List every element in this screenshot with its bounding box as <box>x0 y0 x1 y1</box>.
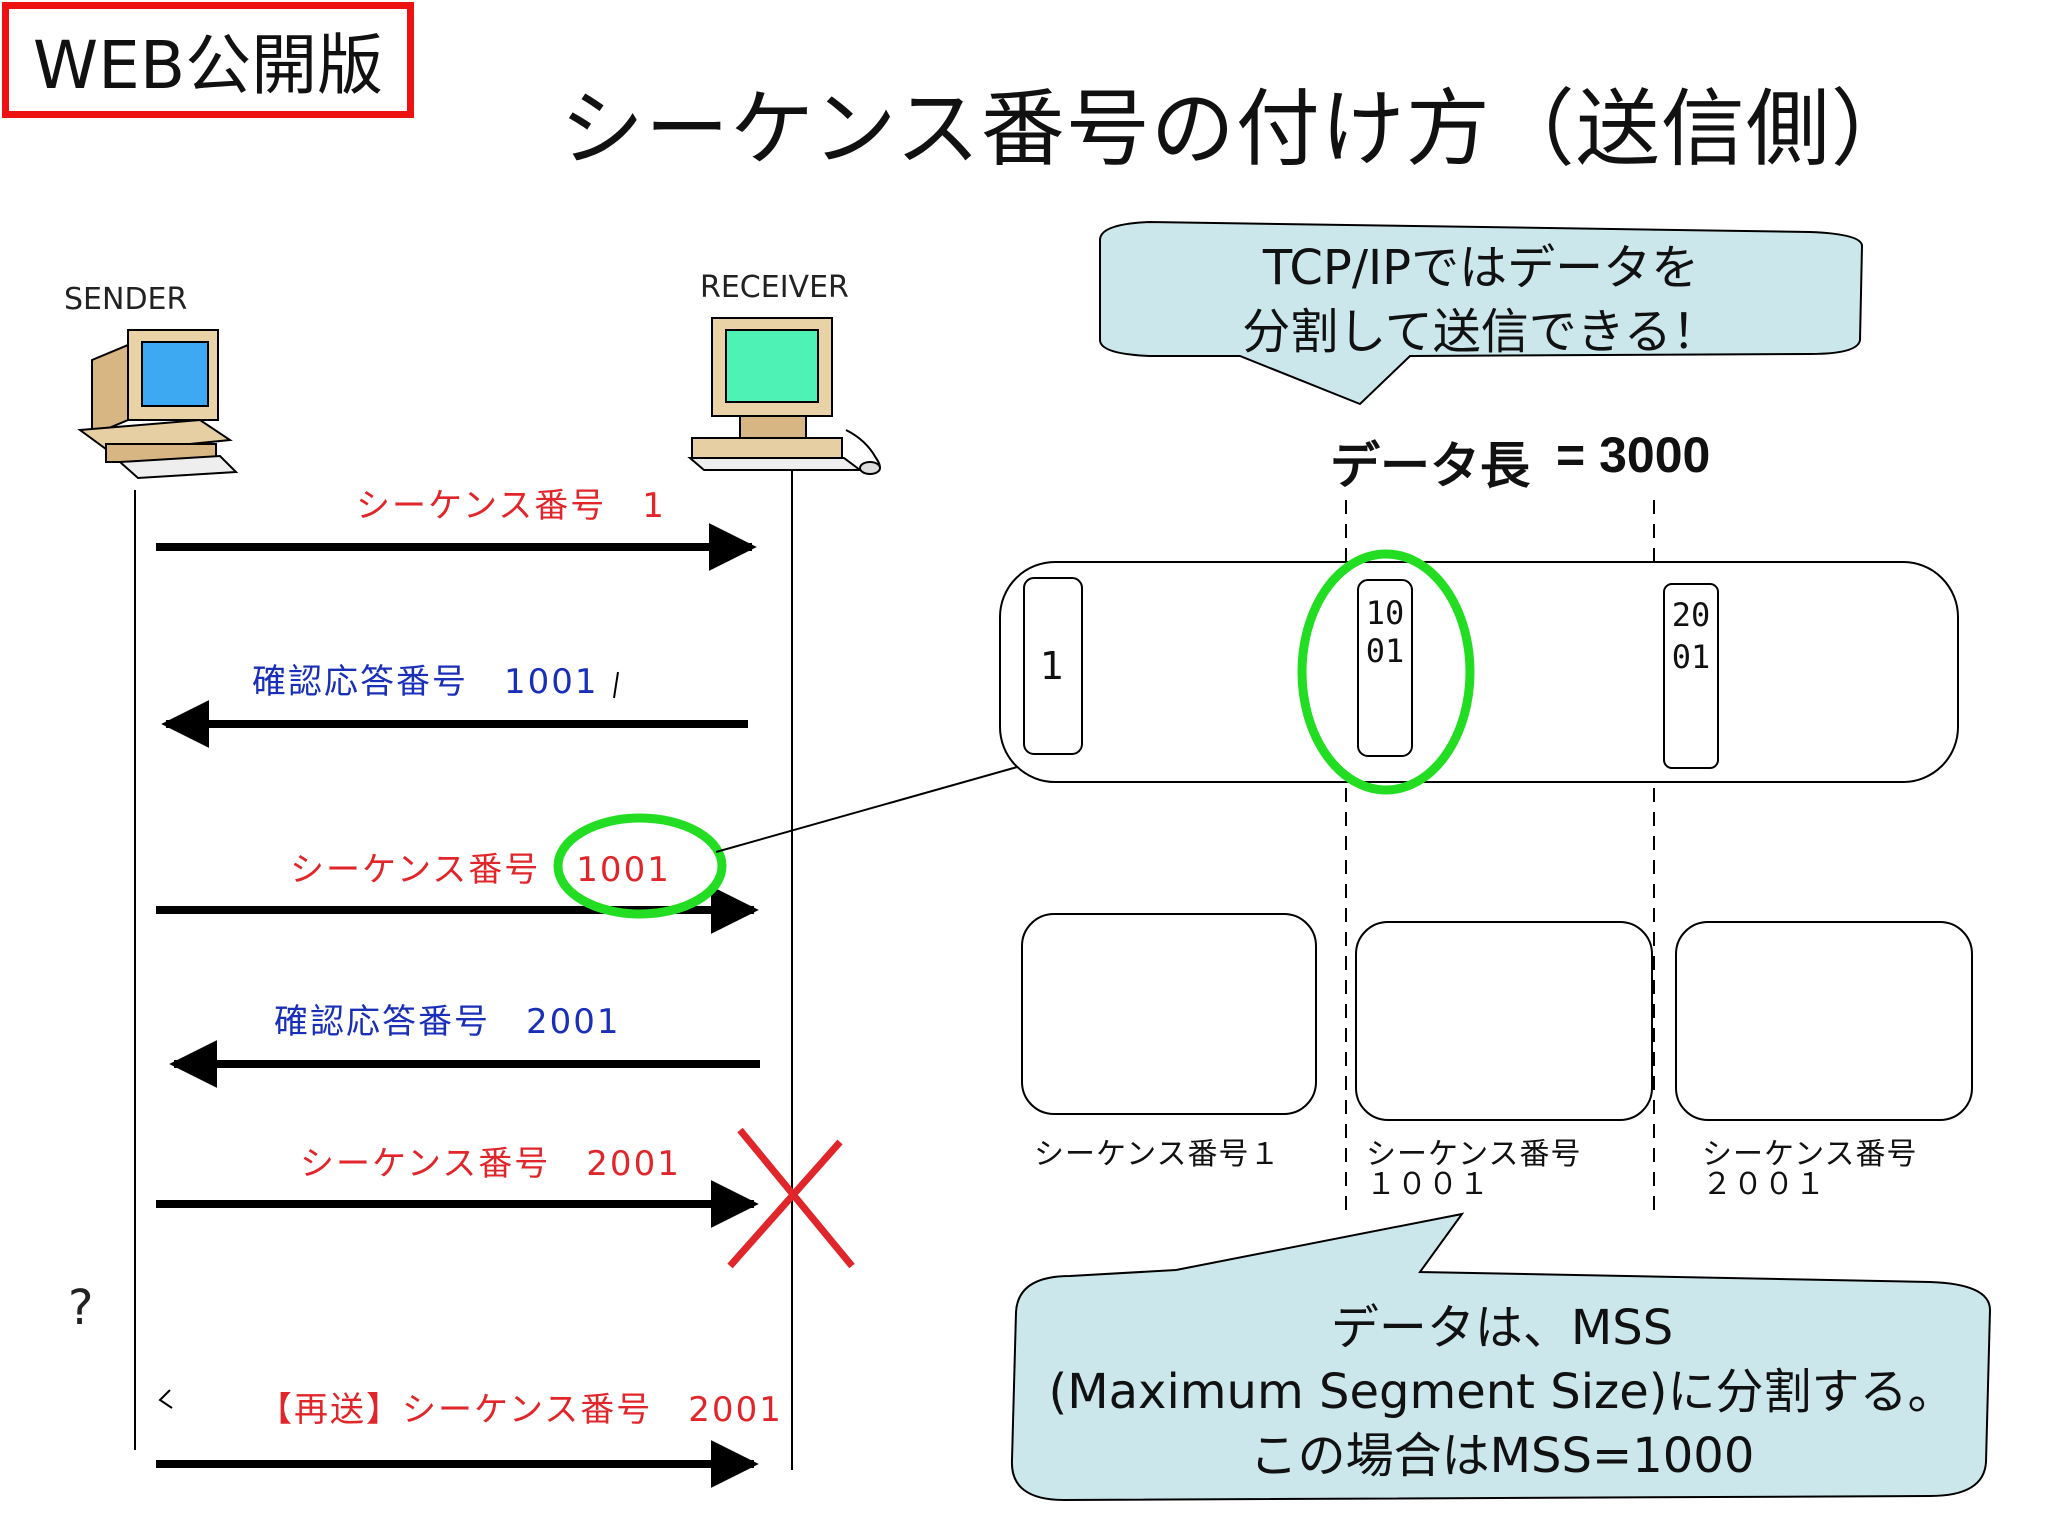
message-seq-2001: シーケンス番号 2001 <box>300 1144 681 1184</box>
receiver-computer-icon <box>687 317 881 475</box>
data-length-value: = 3000 <box>1556 427 1711 483</box>
callout-bottom-bubble <box>1010 1212 1992 1502</box>
callout-bottom-line3: この場合はMSS=1000 <box>1249 1428 1755 1484</box>
callout-top-text: TCP/IPではデータを 分割して送信できる！ <box>1100 236 1862 364</box>
segment-number-1: 1 <box>1040 644 1065 688</box>
sender-label: SENDER <box>64 282 188 317</box>
segment-label-3-line2: ２００１ <box>1702 1167 1826 1202</box>
segment-box-2 <box>1355 921 1653 1121</box>
segment-marker-1 <box>1023 577 1083 755</box>
callout-top-line2: 分割して送信できる！ <box>1242 304 1720 360</box>
segment-marker-1001 <box>1357 579 1413 757</box>
highlight-ellipse-right <box>1297 549 1475 795</box>
segment-label-2-line1: シーケンス番号 <box>1366 1137 1582 1172</box>
segment-label-2-line2: １００１ <box>1366 1167 1490 1202</box>
stray-mark-2 <box>158 1389 173 1409</box>
receiver-label: RECEIVER <box>700 270 849 305</box>
data-length-label: データ長 <box>1330 438 1530 494</box>
message-seq-1: シーケンス番号 1 <box>356 486 666 526</box>
stray-mark <box>613 671 619 699</box>
message-ack-2001: 確認応答番号 2001 <box>274 1002 621 1042</box>
sender-computer-icon <box>77 329 239 480</box>
web-version-badge: WEB公開版 <box>2 2 414 118</box>
message-ack-1001: 確認応答番号 1001 <box>252 662 599 702</box>
question-mark: ? <box>68 1280 94 1336</box>
callout-bottom-line1: データは、MSS <box>1330 1300 1674 1356</box>
segment-label-2: シーケンス番号 １００１ <box>1366 1140 1582 1200</box>
data-block <box>999 561 1959 783</box>
segment-label-3-line1: シーケンス番号 <box>1702 1137 1918 1172</box>
segment-label-3: シーケンス番号 ２００１ <box>1702 1140 1918 1200</box>
segment-box-1 <box>1021 913 1317 1115</box>
segment-label-1: シーケンス番号１ <box>1034 1140 1281 1170</box>
callout-top-line1: TCP/IPではデータを <box>1262 240 1700 296</box>
page-title: シーケンス番号の付け方（送信側） <box>560 80 1916 178</box>
callout-top-bubble <box>1099 220 1864 406</box>
lost-packet-x-mark <box>727 1127 855 1269</box>
callout-bottom-line2: (Maximum Segment Size)に分割する。 <box>1048 1364 1956 1420</box>
message-seq-1001: シーケンス番号 1001 <box>290 850 671 890</box>
segment-number-1001: 1001 <box>1365 594 1405 670</box>
message-resend-2001: 【再送】シーケンス番号 2001 <box>258 1390 783 1430</box>
callout-bottom-text: データは、MSS (Maximum Segment Size)に分割する。 この… <box>1016 1296 1988 1488</box>
segment-number-2001: 2001 <box>1671 596 1711 676</box>
segment-box-3 <box>1675 921 1973 1121</box>
segment-label-1-line1: シーケンス番号１ <box>1034 1137 1281 1172</box>
segment-marker-2001 <box>1663 583 1719 769</box>
highlight-ellipse-left <box>553 813 727 919</box>
